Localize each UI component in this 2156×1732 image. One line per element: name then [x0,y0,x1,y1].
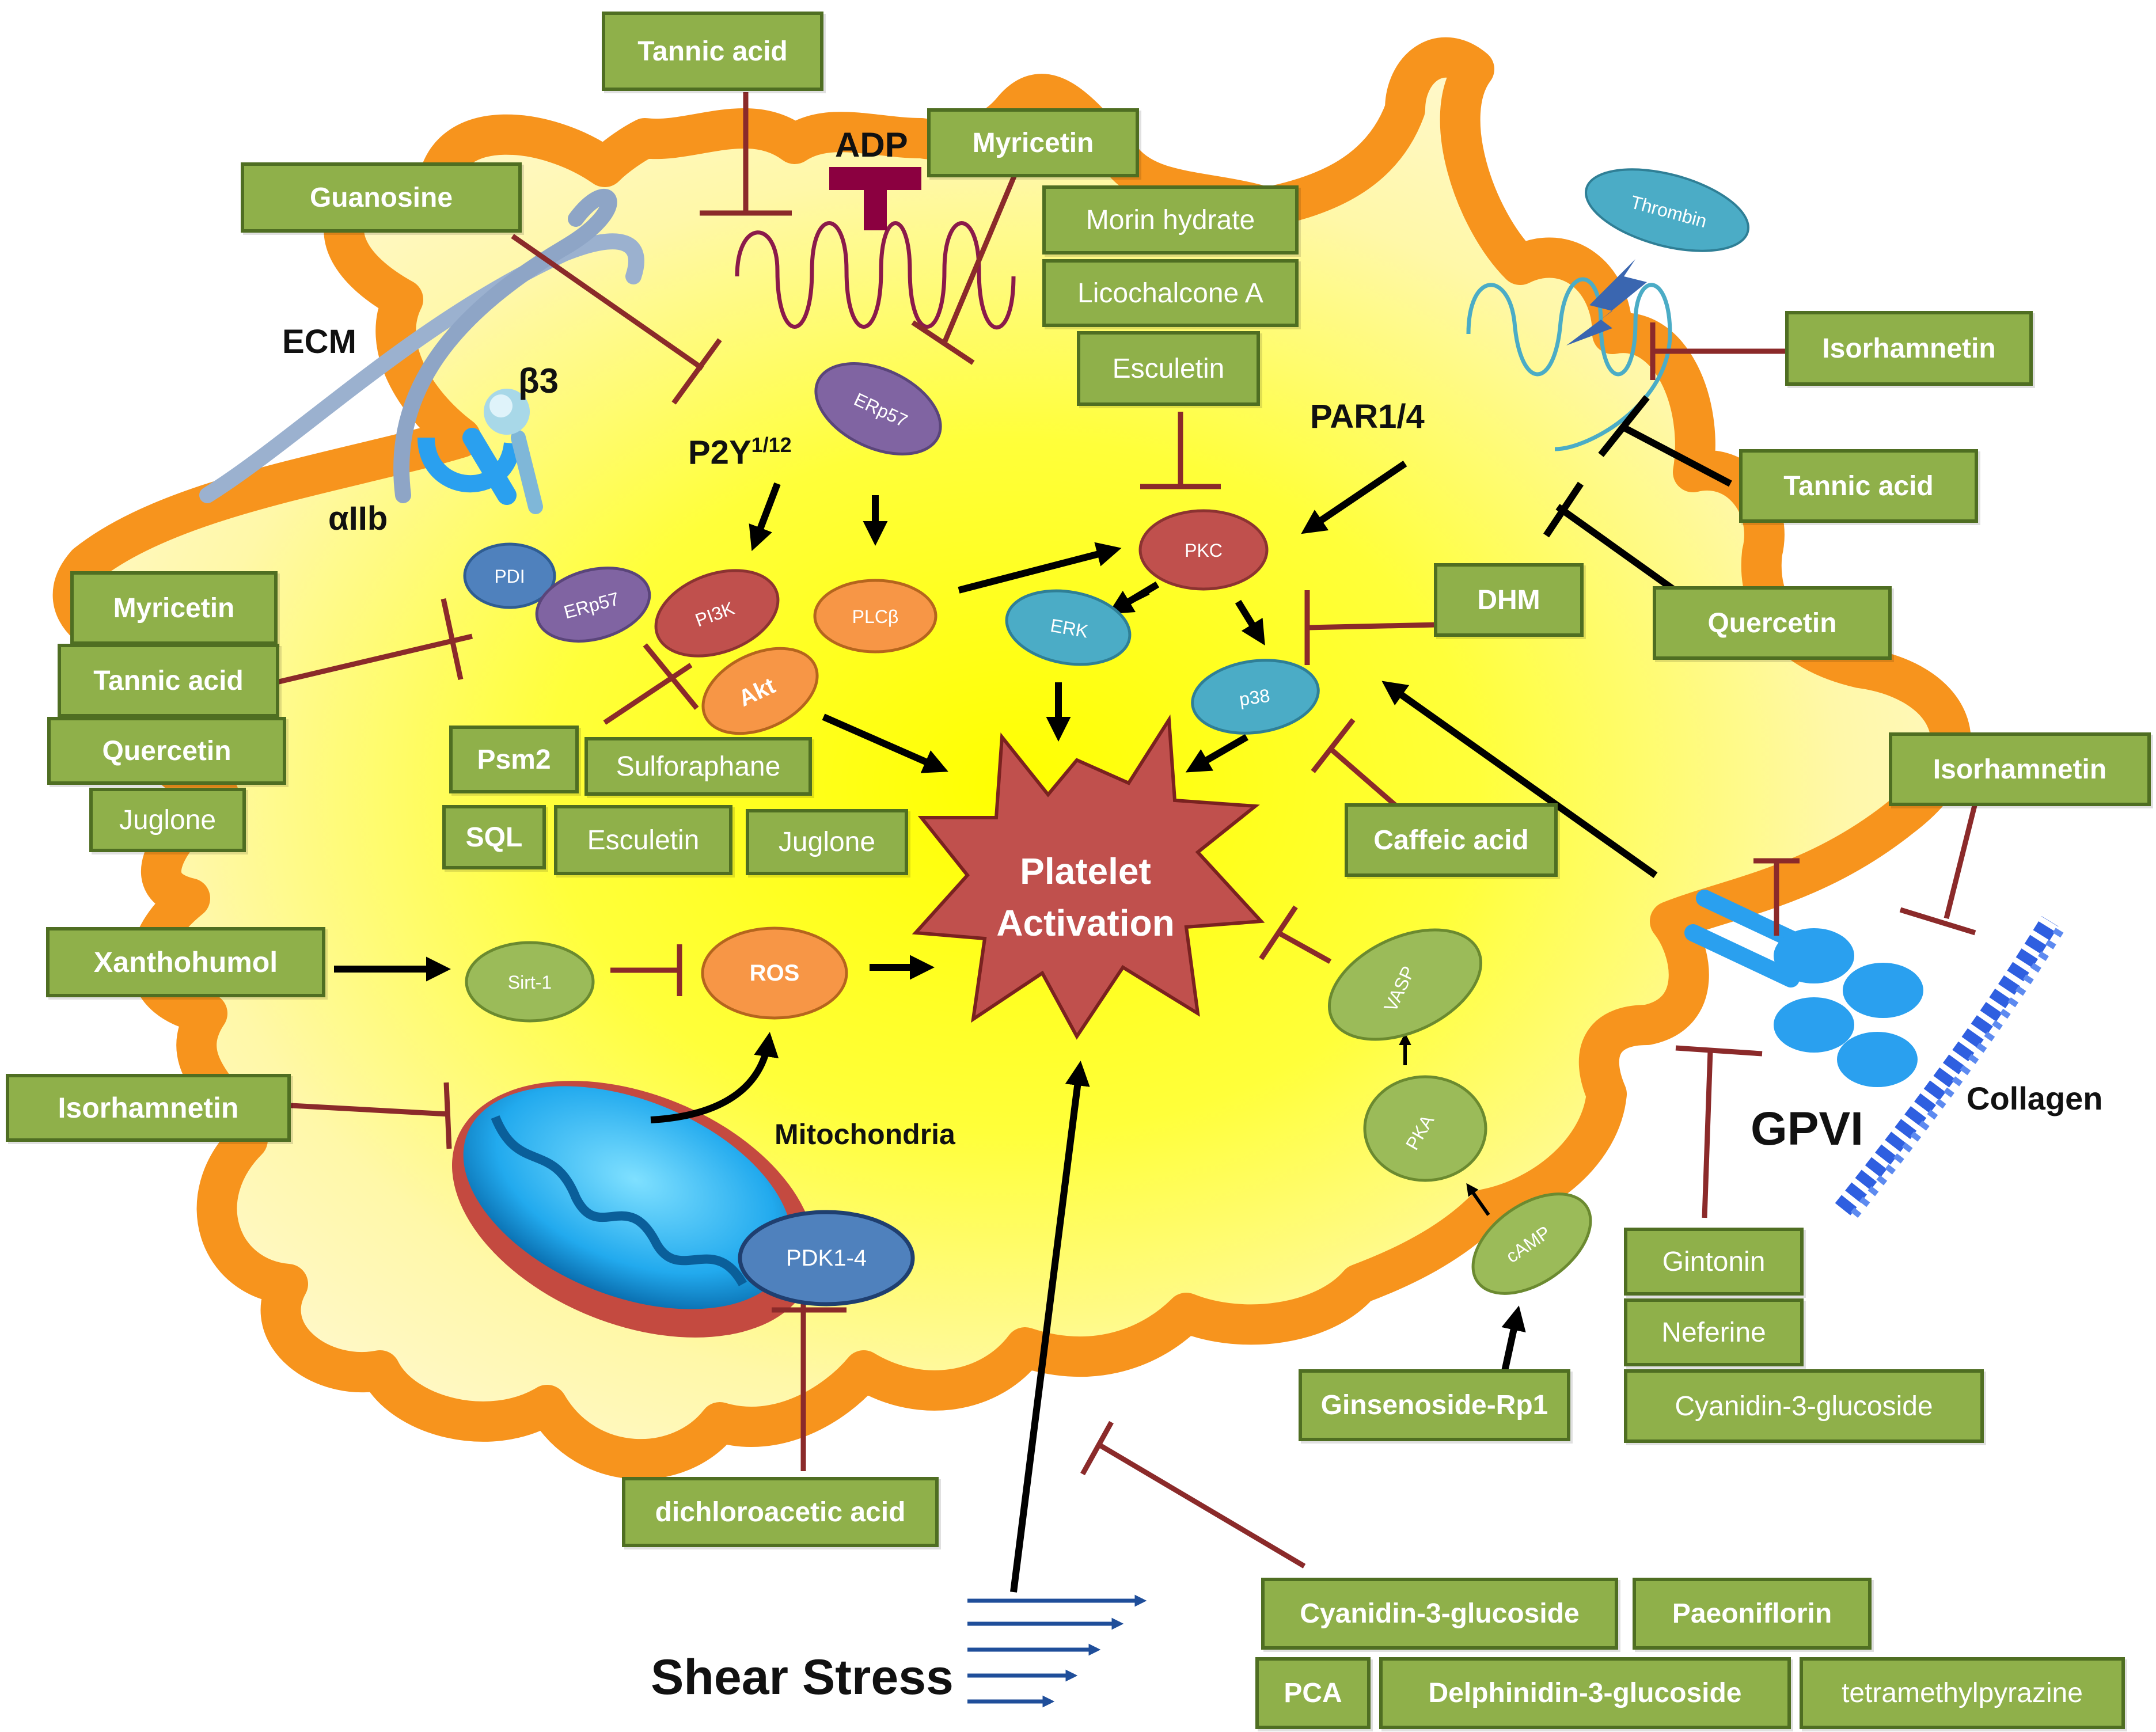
ecm-label: ECM [282,323,356,360]
par-label: PAR1/4 [1310,398,1425,435]
compound-caffeic-acid: Caffeic acid [1345,803,1558,877]
gpvi-receptor [1684,890,1923,1087]
compound-tetramethylpyrazine: tetramethylpyrazine [1800,1657,2125,1729]
compound-quercetin-left: Quercetin [47,717,286,785]
shear-stress-flow [967,1594,1147,1708]
compound-neferine: Neferine [1624,1298,1804,1366]
pi3k-node: PI3K [654,569,780,658]
compound-ginsenoside-rp1: Ginsenoside-Rp1 [1299,1369,1570,1441]
compound-isorhamnetin-right: Isorhamnetin [1889,732,2151,806]
svg-text:PDI: PDI [494,566,525,587]
compound-gintonin: Gintonin [1624,1228,1804,1296]
beta3-receptor [484,389,543,514]
inhibition-lines [275,92,1978,1568]
erk-node: ERK [1005,589,1132,666]
svg-text:PKC: PKC [1185,540,1223,561]
lightning-icon [1566,259,1647,345]
compound-tannic-acid-top: Tannic acid [602,12,823,91]
erp57-top-node: ERp57 [814,362,942,455]
mitochondria-organelle [451,1081,815,1338]
compound-sql: SQL [442,805,546,869]
pka-node: PKA [1363,1075,1487,1182]
compound-quercetin-right: Quercetin [1653,586,1892,660]
black-inhibition-lines [1543,395,1732,596]
compound-pca: PCA [1255,1657,1371,1729]
sirt1-node: Sirt-1 [465,941,595,1023]
compound-isorhamnetin-top: Isorhamnetin [1785,311,2033,386]
compound-juglone-mid: Juglone [746,809,908,875]
plcb-node: PLCβ [813,579,937,654]
svg-text:PDK1-4: PDK1-4 [786,1245,867,1271]
p2y-label: P2Y1/12 [688,433,792,472]
gpvi-label: GPVI [1751,1103,1863,1155]
activation-arrows [334,461,1658,1593]
svg-text:PLCβ: PLCβ [852,606,899,627]
compound-isorhamnetin-left: Isorhamnetin [6,1074,291,1142]
p38-node: p38 [1191,659,1320,735]
compound-cyanidin-3-glucoside-bottom: Cyanidin-3-glucoside [1261,1578,1618,1650]
compound-paeoniflorin: Paeoniflorin [1633,1578,1872,1650]
compound-tannic-acid-right: Tannic acid [1739,449,1978,523]
ros-node: ROS [701,926,848,1020]
compound-esculetin-mid: Esculetin [554,805,732,875]
shear-stress-label: Shear Stress [651,1650,954,1705]
compound-myricetin-top: Myricetin [927,108,1139,177]
adp-label: ADP [835,126,908,164]
mitochondria-label: Mitochondria [775,1118,955,1150]
beta3-label: β3 [518,362,559,400]
akt-node: Akt [701,647,819,735]
compound-dichloroacetic-acid: dichloroacetic acid [622,1477,939,1547]
erp57-left-node: ERp57 [535,567,651,643]
adp-ligand [829,167,921,230]
compound-xanthohumol: Xanthohumol [46,927,325,997]
compound-sulforaphane: Sulforaphane [584,737,812,796]
compound-myricetin-left: Myricetin [70,571,278,645]
compound-tannic-acid-left: Tannic acid [58,644,279,717]
svg-text:Activation: Activation [996,902,1174,944]
pkc-node: PKC [1138,509,1269,591]
pdi-node: PDI [463,542,556,609]
camp-node: cAMP [1471,1192,1592,1295]
collagen-label: Collagen [1967,1080,2103,1116]
alpha-iib-receptor [417,428,521,505]
compound-esculetin-top: Esculetin [1077,331,1260,406]
thrombin-enzyme [1585,168,1749,252]
pdk-node: PDK1-4 [738,1210,915,1306]
svg-text:Sirt-1: Sirt-1 [508,972,552,993]
compound-dhm: DHM [1434,563,1584,637]
vasp-node: VASP [1327,928,1483,1041]
alpha-iib-label: αIIb [328,500,388,537]
compound-guanosine: Guanosine [241,162,522,233]
compound-licochalcone-a: Licochalcone A [1042,259,1299,327]
compound-juglone-left: Juglone [89,788,246,852]
compound-psm2: Psm2 [449,726,579,793]
svg-text:p38: p38 [1238,685,1271,710]
platelet-activation-star: Platelet Activation [912,714,1265,1040]
svg-text:Platelet: Platelet [1020,850,1151,892]
ecm-fibers [199,189,644,503]
compound-cyanidin-3-glucoside-right: Cyanidin-3-glucoside [1624,1369,1984,1443]
svg-text:ROS: ROS [750,960,800,986]
compound-delphinidin-3-glucoside: Delphinidin-3-glucoside [1379,1657,1791,1729]
compound-morin-hydrate: Morin hydrate [1042,185,1299,255]
p2y-receptor [735,221,1016,330]
